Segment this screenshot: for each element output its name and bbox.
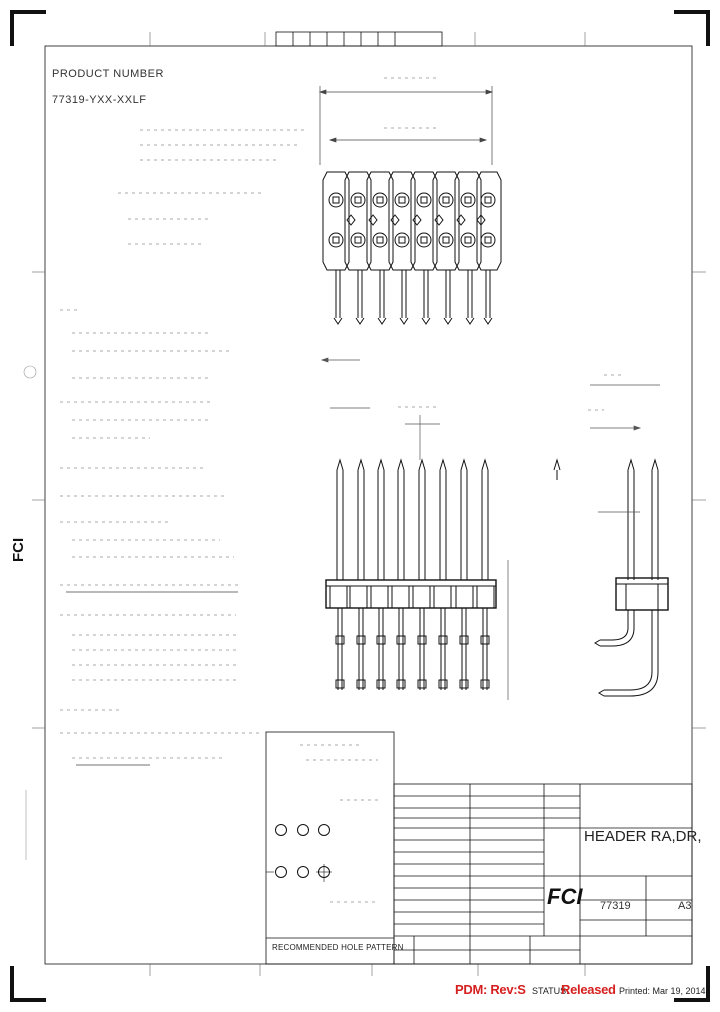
corner-marks (10, 10, 710, 1002)
title-block-grid (393, 783, 693, 965)
sheet-size: A3 (678, 900, 692, 912)
underlined-note (66, 591, 238, 766)
left-margin-marks (23, 365, 37, 860)
revision-strip (275, 31, 443, 47)
status-label: STATUS: (532, 986, 569, 996)
product-number-label: PRODUCT NUMBER (52, 68, 164, 80)
header-front-view (325, 458, 497, 690)
top-zone-marks (32, 32, 706, 976)
inner-frame (44, 45, 693, 965)
hole-pattern-box (265, 731, 395, 965)
pdm-revision: PDM: Rev:S (455, 982, 526, 997)
side-view-dimensions (590, 384, 660, 513)
printed-date: Printed: Mar 19, 2014 (619, 986, 706, 996)
header-side-view (553, 458, 669, 697)
notes-placeholder-lines (60, 77, 622, 903)
status-value: Released (561, 982, 616, 997)
hole-pattern-title: RECOMMENDED HOLE PATTERN (272, 943, 404, 952)
drawing-number: 77319 (600, 900, 631, 912)
product-number-value: 77319-YXX-XXLF (52, 94, 147, 106)
sidebar-fci-logo: FCI (10, 537, 27, 562)
top-view-dimensions (318, 86, 494, 165)
drawing-title: HEADER RA,DR, (584, 828, 702, 845)
title-block-fci-logo: FCI (547, 884, 583, 909)
front-view-dimensions (320, 357, 509, 700)
header-top-view (322, 171, 502, 325)
